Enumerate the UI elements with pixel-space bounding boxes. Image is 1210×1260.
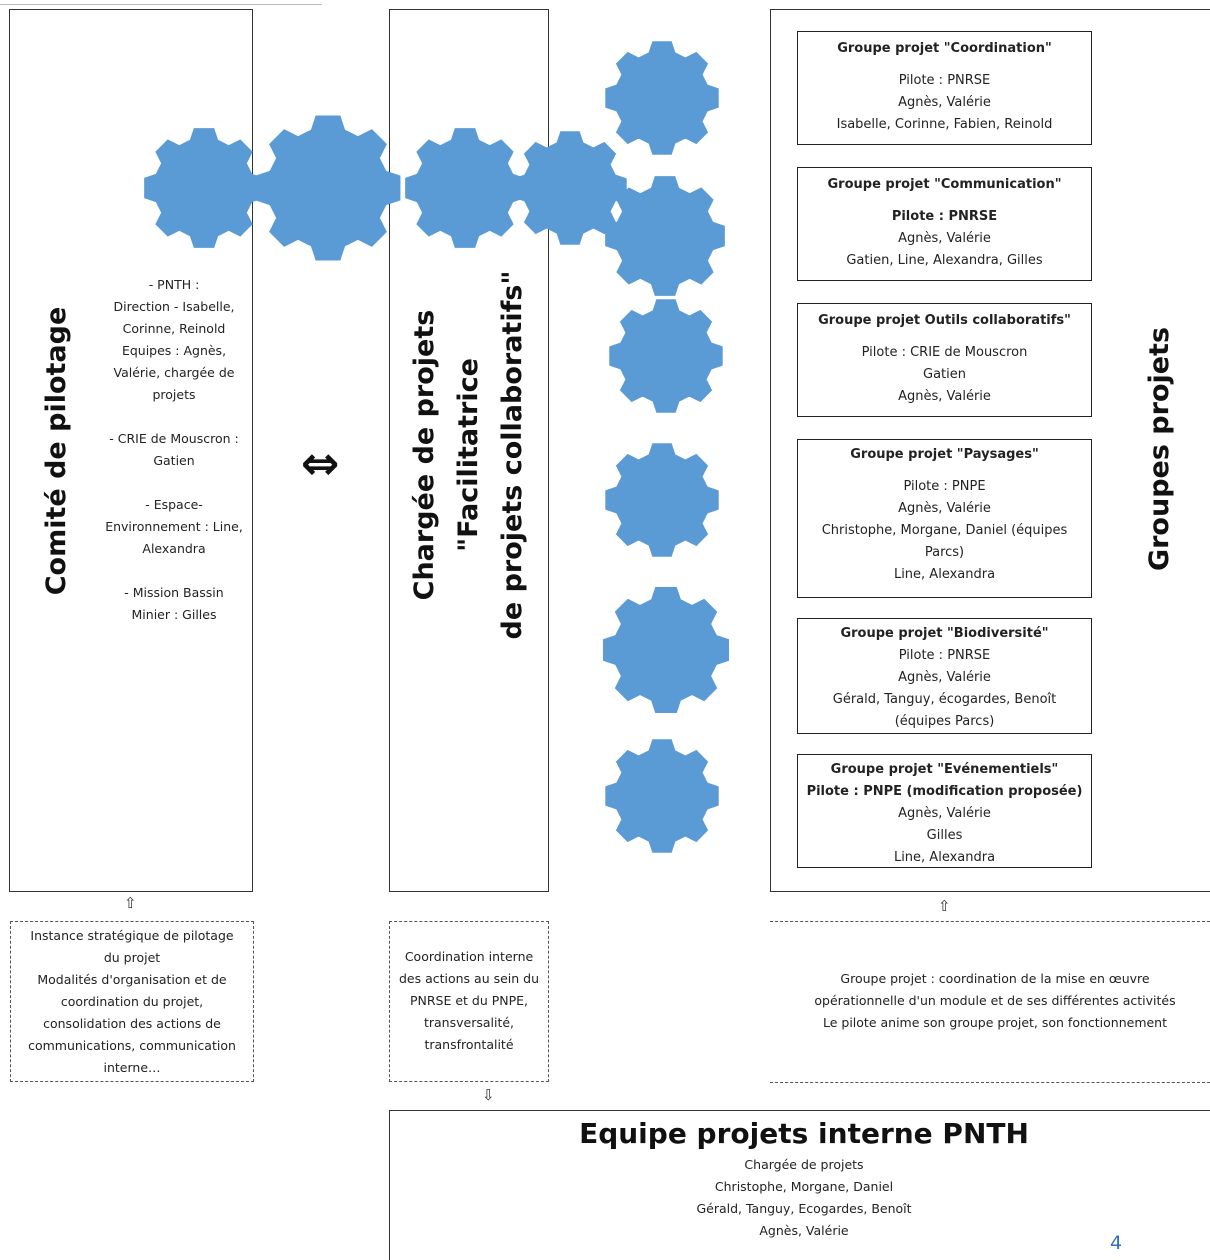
group-box: Groupe projet "Communication" Pilote : P… (797, 167, 1092, 281)
gears-graphic (144, 41, 729, 853)
group-box: Groupe projet "Coordination" Pilote : PN… (797, 31, 1092, 145)
comite-member-line: Equipes : Agnès, (121, 343, 227, 358)
equipe-member-line: Christophe, Morgane, Daniel (714, 1179, 894, 1194)
group-title: Groupe projet "Biodiversité" (840, 626, 1049, 641)
chargee-description-line: transversalité, (423, 1015, 515, 1030)
comite-description-line: interne… (103, 1060, 161, 1075)
comite-description: Instance stratégique de pilotage du proje… (10, 921, 254, 1082)
group-line: Agnès, Valérie (898, 806, 991, 821)
equipe-title: Equipe projets interne PNTH (579, 1117, 1029, 1150)
comite-member-line: - Mission Bassin (124, 585, 224, 600)
chargee-description: Coordination interne des actions au sein … (389, 921, 549, 1082)
group-box: Groupe projet Outils collaboratifs" Pilo… (797, 303, 1092, 417)
equipe-box (389, 1110, 1210, 1260)
group-line: Gilles (926, 828, 963, 843)
comite-members: - PNTH : Direction - Isabelle, Corinne, Re… (96, 274, 252, 626)
comite-description-line: Modalités d'organisation et de (37, 972, 227, 987)
group-title: Groupe projet "Paysages" (850, 447, 1039, 462)
group-line: Agnès, Valérie (898, 231, 991, 246)
group-title: Groupe projet "Evénementiels" (830, 762, 1059, 777)
group-line: Line, Alexandra (893, 567, 996, 582)
comite-description-line: du projet (103, 950, 161, 965)
group-title: Groupe projet "Communication" (827, 177, 1062, 192)
comite-member-line: Gatien (153, 453, 195, 468)
comite-member-line: Corinne, Reinold (122, 321, 226, 336)
group-line: Gatien (923, 367, 966, 382)
group-box: Groupe projet "Biodiversité" Pilote : PNR… (797, 618, 1092, 734)
comite-member-line: Alexandra (142, 541, 206, 556)
comite-member-line: Direction - Isabelle, (113, 299, 235, 314)
group-line: Christophe, Morgane, Daniel (équipes (821, 523, 1068, 538)
groupes-description-line: opérationnelle d'un module et de ses dif… (814, 993, 1176, 1008)
chargee-description-line: Coordination interne (404, 949, 534, 964)
chargee-description-line: des actions au sein du (398, 971, 540, 986)
group-line: Pilote : PNRSE (891, 209, 998, 224)
group-line: Pilote : CRIE de Mouscron (861, 345, 1028, 360)
groupes-description: Groupe projet : coordination de la mise … (780, 968, 1210, 1034)
group-line: Agnès, Valérie (898, 95, 991, 110)
comite-member-line: - CRIE de Mouscron : (109, 431, 239, 446)
group-title: Groupe projet Outils collaboratifs" (818, 313, 1071, 328)
comite-description-line: Instance stratégique de pilotage (30, 928, 234, 943)
comite-member-line: Valérie, chargée de (113, 365, 235, 380)
group-line: Agnès, Valérie (898, 501, 991, 516)
groupes-desc-top-rule (770, 921, 1210, 922)
group-line: Pilote : PNPE (903, 479, 986, 494)
comite-member-line: - Espace- (145, 497, 203, 512)
group-line: Pilote : PNRSE (898, 73, 991, 88)
comite-member-line: Minier : Gilles (131, 607, 217, 622)
chargee-description-line: PNRSE et du PNPE, (409, 993, 529, 1008)
comite-description-line: communications, communication (28, 1038, 236, 1053)
group-line: Pilote : PNPE (modification proposée) (806, 784, 1083, 799)
group-line: Isabelle, Corinne, Fabien, Reinold (836, 117, 1053, 132)
group-line: Line, Alexandra (893, 850, 996, 865)
group-box: Groupe projet "Evénementiels" Pilote : PN… (797, 754, 1092, 868)
groupes-desc-bottom-rule (770, 1082, 1210, 1083)
double-arrow-icon: ⇔ (300, 436, 340, 490)
group-line: Agnès, Valérie (898, 389, 991, 404)
group-line: Gatien, Line, Alexandra, Gilles (846, 253, 1043, 268)
group-line: (équipes Parcs) (894, 714, 995, 729)
group-line: Gérald, Tanguy, écogardes, Benoît (832, 692, 1057, 707)
arrow-down-chargee: ⇩ (482, 1086, 495, 1104)
group-line: Pilote : PNRSE (898, 648, 991, 663)
top-rule (0, 4, 322, 5)
comite-member-line: - PNTH : (148, 277, 200, 292)
comite-member-line: Environnement : Line, (105, 519, 243, 534)
equipe-member-line: Agnès, Valérie (759, 1223, 849, 1238)
arrow-up-groupes: ⇧ (938, 897, 951, 915)
group-title: Groupe projet "Coordination" (837, 41, 1052, 56)
groupes-description-line: Groupe projet : coordination de la mise … (840, 971, 1150, 986)
equipe-member-line: Gérald, Tanguy, Ecogardes, Benoît (696, 1201, 912, 1216)
groupes-description-line: Le pilote anime son groupe projet, son f… (822, 1015, 1168, 1030)
group-line: Agnès, Valérie (898, 670, 991, 685)
group-box: Groupe projet "Paysages" Pilote : PNPE Ag… (797, 439, 1092, 598)
comite-description-line: coordination du projet, (60, 994, 204, 1009)
page-number: 4 (1110, 1232, 1123, 1254)
chargee-description-line: transfrontalité (424, 1037, 514, 1052)
arrow-up-comite: ⇧ (124, 894, 137, 912)
equipe-member-line: Chargée de projets (744, 1157, 864, 1172)
comite-description-line: consolidation des actions de (43, 1016, 221, 1031)
comite-member-line: projets (152, 387, 196, 402)
group-line: Parcs) (924, 545, 965, 560)
